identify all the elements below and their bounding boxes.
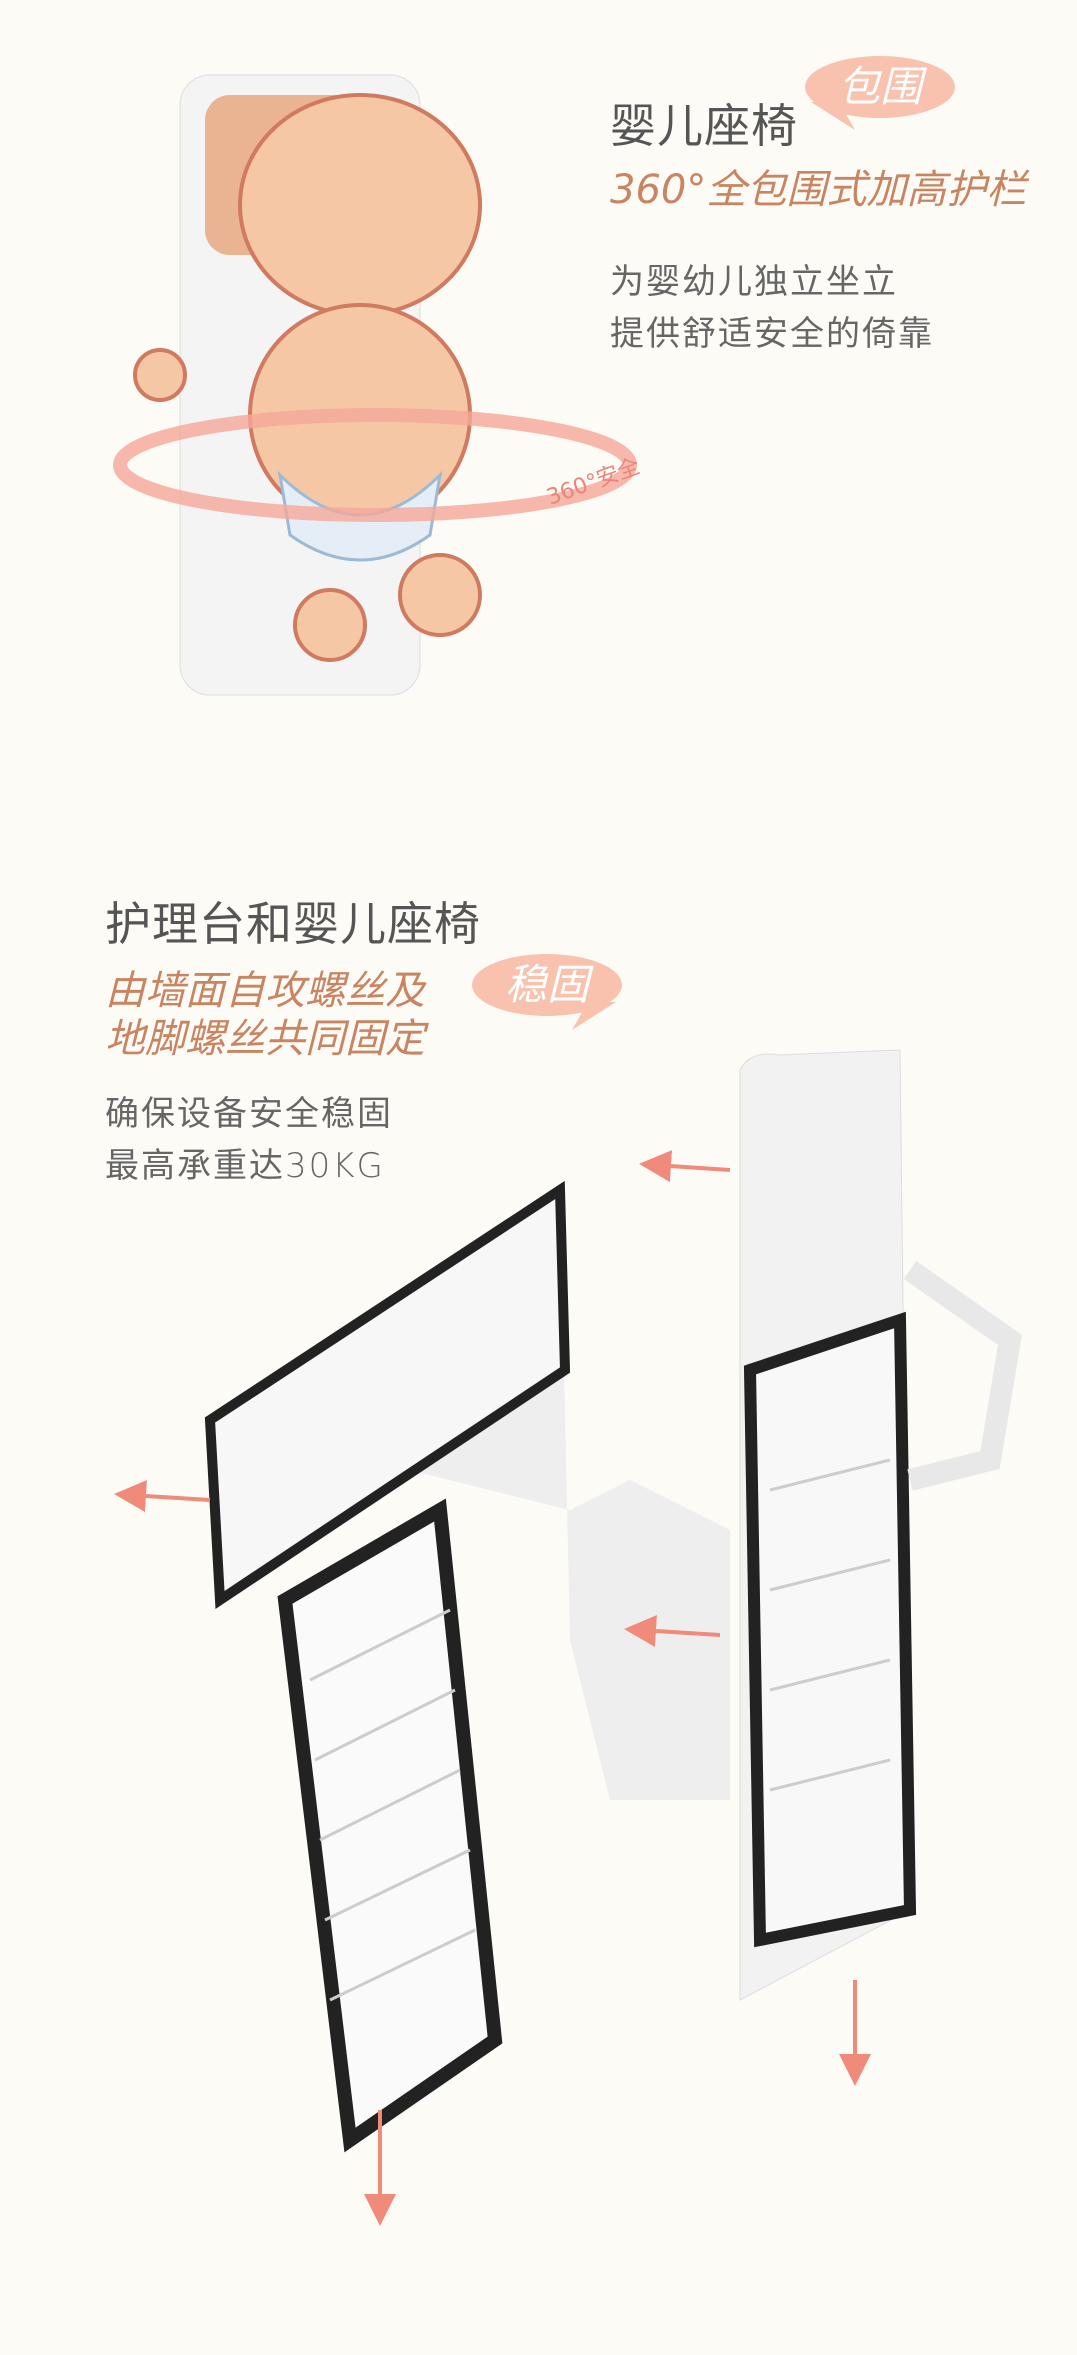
wrap-badge: 包围: [805, 56, 955, 118]
safety-360-label: 360°安全: [544, 454, 644, 511]
section1-subtitle: 360°全包围式加高护栏: [610, 167, 1027, 213]
section2-title: 护理台和婴儿座椅: [105, 897, 481, 951]
section1-title: 婴儿座椅: [610, 99, 798, 153]
section1-desc-2: 提供舒适安全的倚靠: [610, 314, 934, 354]
section2-subtitle-1: 由墙面自攻螺丝及: [105, 968, 425, 1014]
section2-subtitle-2: 地脚螺丝共同固定: [105, 1016, 425, 1062]
arrow-left-3: [624, 1615, 721, 1647]
arrow-left-1: [114, 1480, 211, 1512]
baby-seat-illustration: 360°安全: [113, 74, 644, 696]
changing-table-illustration: [114, 1049, 1022, 2226]
stable-badge: 稳固: [472, 954, 622, 1016]
section2-desc-2: 最高承重达30KG: [105, 1146, 385, 1186]
arrow-left-2: [639, 1150, 731, 1183]
section2-desc-1: 确保设备安全稳固: [105, 1094, 393, 1134]
section1-desc-1: 为婴幼儿独立坐立: [610, 262, 898, 302]
